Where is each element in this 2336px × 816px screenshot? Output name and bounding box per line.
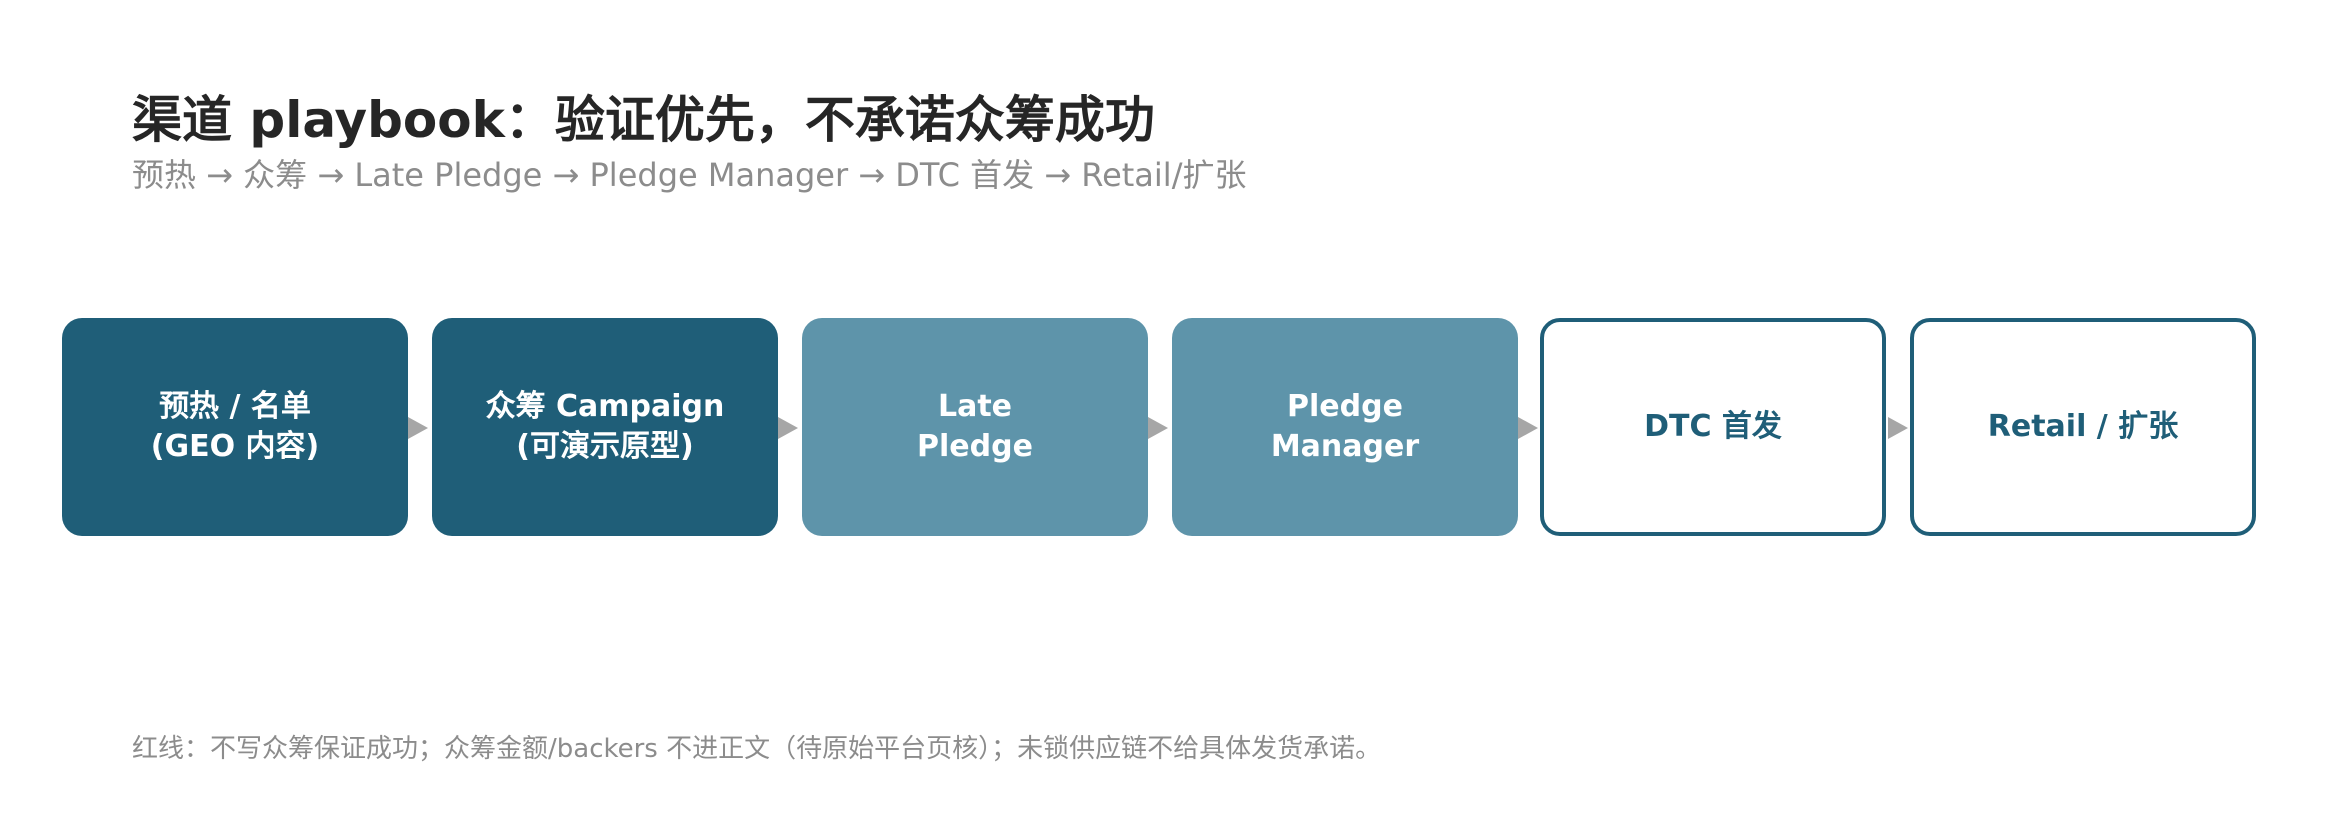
flow-step-sublabel: (可演示原型) (516, 429, 694, 464)
flow-step-label: 预热 / 名单 (159, 389, 311, 424)
flow-step-sublabel: (GEO 内容) (150, 429, 320, 464)
flow-step-sublabel: Pledge (917, 429, 1033, 464)
right-arrow-icon (1888, 417, 1908, 439)
page-subtitle: 预热 → 众筹 → Late Pledge → Pledge Manager →… (132, 156, 1247, 194)
flow-step-campaign: 众筹 Campaign (可演示原型) (432, 318, 778, 536)
flow-step-retail-expansion: Retail / 扩张 (1910, 318, 2256, 536)
flow-step-label: 众筹 Campaign (485, 389, 725, 424)
right-arrow-icon (1148, 417, 1168, 439)
flow-step-late-pledge: Late Pledge (802, 318, 1148, 536)
flow-step-label: Late (937, 389, 1013, 424)
footnote: 红线：不写众筹保证成功；众筹金额/backers 不进正文（待原始平台页核）；未… (132, 734, 1382, 764)
flow-step-dtc-launch: DTC 首发 (1540, 318, 1886, 536)
right-arrow-icon (408, 417, 428, 439)
flow-step-sublabel: Manager (1270, 429, 1420, 464)
right-arrow-icon (778, 417, 798, 439)
flow-step-pledge-manager: Pledge Manager (1172, 318, 1518, 536)
page-title: 渠道 playbook：验证优先，不承诺众筹成功 (132, 91, 1155, 149)
flow-step-label: Pledge (1287, 389, 1403, 424)
flow-step-label: DTC 首发 (1644, 409, 1782, 444)
flow-step-label: Retail / 扩张 (1987, 409, 2179, 444)
flow-step-warmup: 预热 / 名单 (GEO 内容) (62, 318, 408, 536)
right-arrow-icon (1518, 417, 1538, 439)
